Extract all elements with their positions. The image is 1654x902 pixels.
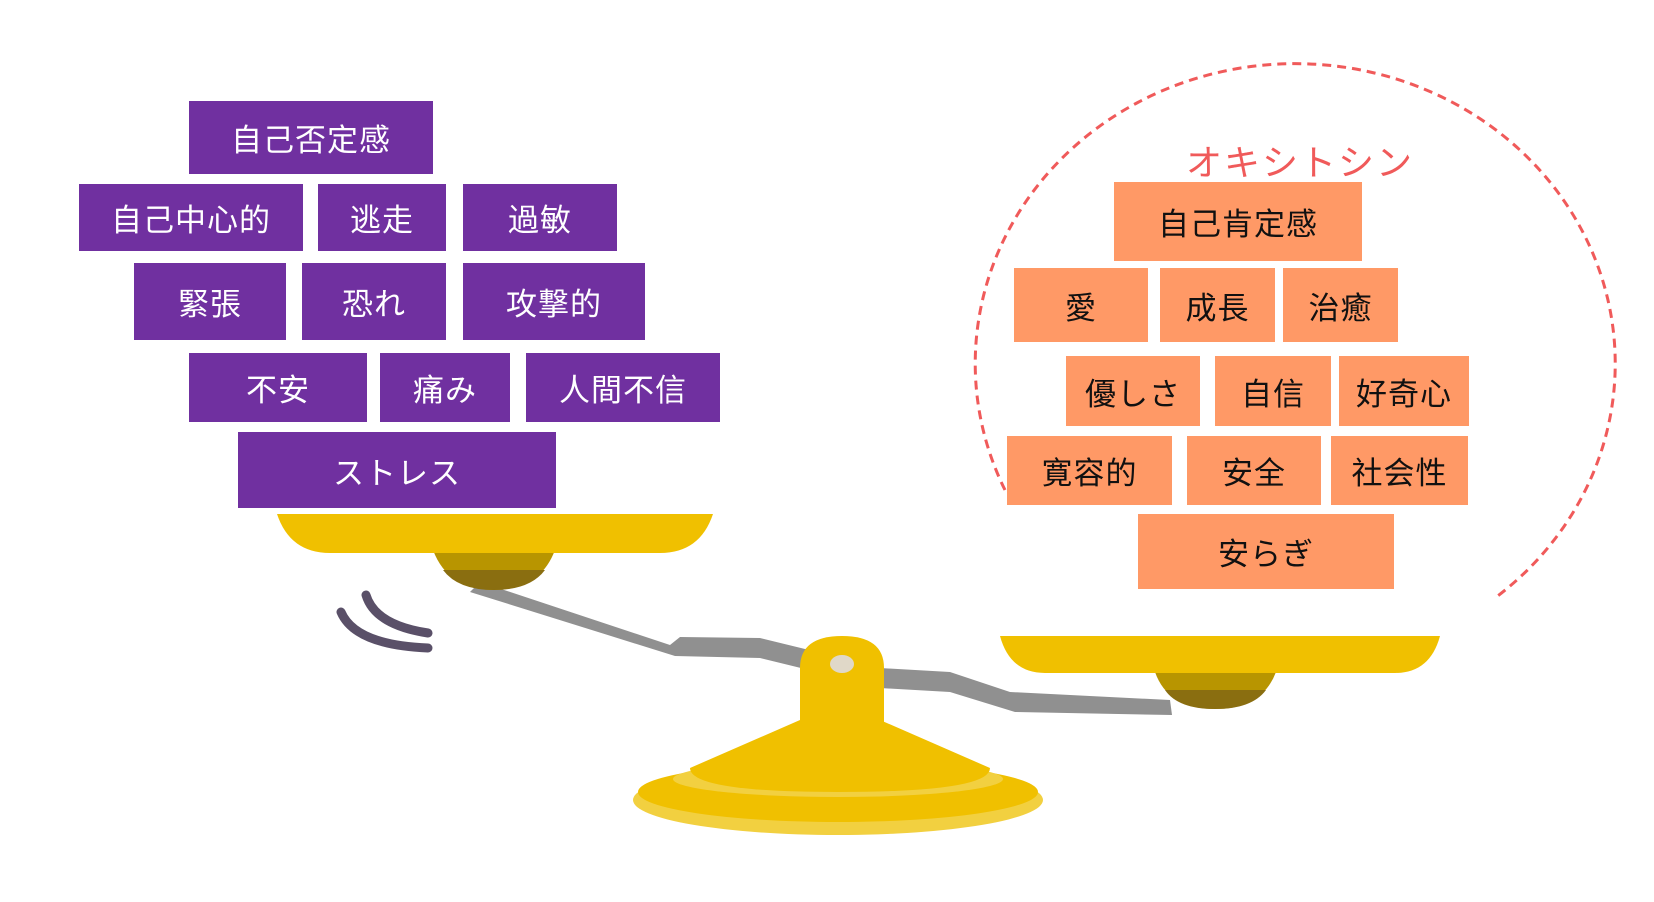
positive-brick: 成長 bbox=[1160, 268, 1275, 342]
right-pan bbox=[1000, 636, 1440, 673]
scale-beam bbox=[470, 582, 1172, 715]
negative-brick: 過敏 bbox=[463, 184, 617, 251]
negative-brick: 自己否定感 bbox=[189, 101, 433, 174]
negative-brick: 痛み bbox=[380, 353, 510, 422]
negative-brick: ストレス bbox=[238, 432, 556, 508]
positive-brick: 優しさ bbox=[1066, 356, 1200, 426]
motion-mark-icon bbox=[361, 590, 433, 638]
positive-brick: 治癒 bbox=[1283, 268, 1398, 342]
left-pan-hub-shade bbox=[443, 570, 545, 590]
negative-brick: 逃走 bbox=[318, 184, 446, 251]
positive-brick: 安らぎ bbox=[1138, 514, 1394, 589]
stand-cone bbox=[690, 720, 990, 792]
negative-brick: 自己中心的 bbox=[79, 184, 303, 251]
left-pan bbox=[277, 514, 713, 553]
positive-brick: 寛容的 bbox=[1007, 436, 1172, 505]
motion-mark-icon bbox=[336, 607, 433, 653]
negative-brick: 恐れ bbox=[302, 263, 446, 340]
positive-brick: 自己肯定感 bbox=[1114, 182, 1362, 261]
pivot-pin bbox=[830, 655, 854, 673]
positive-brick: 自信 bbox=[1215, 356, 1331, 426]
right-pan-hub-shade bbox=[1165, 690, 1266, 709]
negative-brick: 人間不信 bbox=[526, 353, 720, 422]
positive-brick: 好奇心 bbox=[1339, 356, 1469, 426]
positive-brick: 愛 bbox=[1014, 268, 1148, 342]
oxytocin-dashed-circle bbox=[973, 62, 1617, 600]
negative-brick: 攻撃的 bbox=[463, 263, 645, 340]
oxytocin-title: オキシトシン bbox=[1185, 143, 1414, 184]
negative-brick: 緊張 bbox=[134, 263, 286, 340]
stand-post bbox=[800, 636, 884, 730]
positive-brick: 社会性 bbox=[1331, 436, 1468, 505]
negative-brick: 不安 bbox=[189, 353, 367, 422]
positive-brick: 安全 bbox=[1187, 436, 1321, 505]
